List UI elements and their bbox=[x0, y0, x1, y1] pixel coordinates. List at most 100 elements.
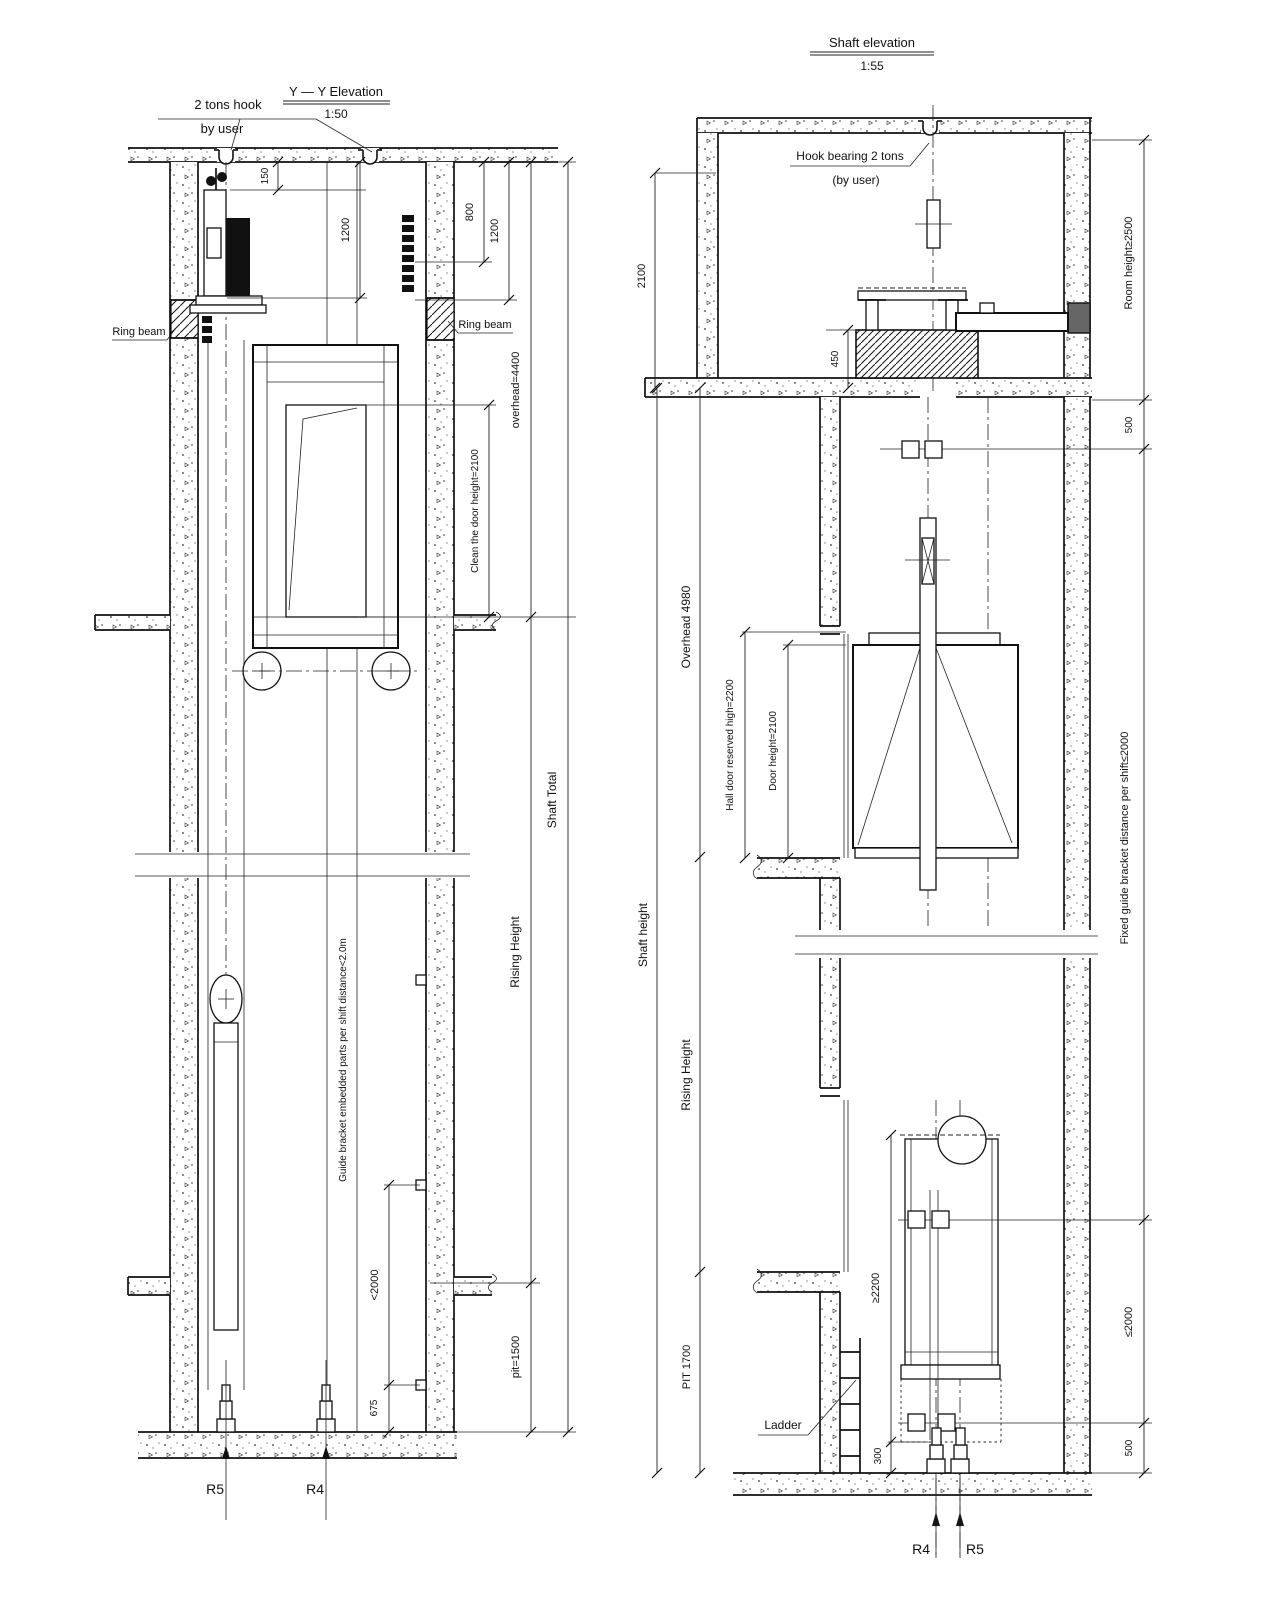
lv-dim-675: 675 bbox=[369, 1399, 380, 1416]
rv-reaction-r4: R4 bbox=[912, 1541, 930, 1557]
lv-ring-beam-right-label: Ring beam bbox=[458, 319, 511, 331]
rv-shaft-right-wall-2 bbox=[1064, 958, 1090, 1473]
rv-labels: Shaft elevation 1:55 Hook bearing 2 tons… bbox=[636, 35, 1135, 1557]
lv-components bbox=[189, 168, 427, 1520]
rv-pit-floor bbox=[733, 1473, 1092, 1495]
lv-dim-1200-right: 1200 bbox=[489, 219, 501, 243]
lv-guide-bracket-note: Guide bracket embedded parts per shift d… bbox=[338, 938, 349, 1182]
rv-guide-shoe bbox=[924, 440, 943, 459]
lv-buffer-r4 bbox=[316, 1360, 336, 1520]
lv-dim-1200-rope: 1200 bbox=[340, 218, 352, 242]
lv-rope-hitch bbox=[402, 215, 414, 292]
rv-machine-beam bbox=[955, 312, 1069, 332]
rv-machine-room-left-wall bbox=[697, 133, 718, 378]
lv-title: Y — Y Elevation bbox=[289, 84, 383, 99]
rv-dim-rising-height: Rising Height bbox=[679, 1039, 693, 1111]
rv-shaft-left-wall-4 bbox=[820, 1292, 840, 1473]
lv-dimensions bbox=[227, 156, 576, 1438]
rv-guide-rail bbox=[919, 517, 937, 891]
lv-landing-slab-lower-right bbox=[454, 1277, 492, 1295]
lv-right-wall-upper bbox=[426, 162, 454, 852]
rv-hook-note-2: (by user) bbox=[832, 173, 879, 187]
lv-left-wall-upper bbox=[170, 162, 198, 852]
rv-shaft-left-wall-3 bbox=[820, 958, 840, 1088]
lv-reaction-r5: R5 bbox=[206, 1481, 224, 1497]
rv-dim-overhead: Overhead 4980 bbox=[679, 585, 693, 668]
lv-structure bbox=[94, 147, 558, 1459]
rv-dim-ge2200: ≥2200 bbox=[870, 1273, 882, 1304]
rv-ladder-label: Ladder bbox=[764, 1418, 801, 1432]
lv-buffer-r5 bbox=[216, 1360, 236, 1520]
lv-scale: 1:50 bbox=[324, 107, 348, 121]
rv-dim-450: 450 bbox=[830, 350, 841, 367]
left-view: Y — Y Elevation 1:50 2 tons hook by user… bbox=[94, 84, 576, 1520]
rv-landing-slab-upper bbox=[757, 858, 840, 878]
rv-break-squiggle-upper bbox=[752, 854, 762, 880]
rv-machine-room-right-wall bbox=[1064, 133, 1090, 395]
rv-beam-pocket bbox=[1067, 302, 1091, 334]
rv-break-squiggle-lower bbox=[752, 1268, 762, 1294]
rv-components bbox=[840, 199, 1152, 1526]
rv-dim-shaft-height: Shaft height bbox=[636, 902, 650, 967]
lv-guide-bracket-1 bbox=[415, 974, 427, 986]
rv-dim-le2000: ≤2000 bbox=[1123, 1307, 1135, 1338]
lv-dim-rising-height: Rising Height bbox=[508, 916, 522, 988]
rv-machine-room-floor bbox=[645, 378, 1092, 397]
lv-dim-800: 800 bbox=[464, 203, 476, 221]
lv-landing-slab-upper-right bbox=[454, 615, 496, 630]
rv-roof-slab bbox=[697, 118, 1092, 133]
lv-left-wall-lower bbox=[170, 878, 198, 1432]
rv-shaft-left-wall-1 bbox=[820, 397, 840, 626]
lv-dim-pit: pit=1500 bbox=[510, 1336, 522, 1379]
rv-title: Shaft elevation bbox=[829, 35, 915, 50]
lv-dim-150: 150 bbox=[260, 167, 271, 184]
rv-guide-shoe bbox=[901, 440, 920, 459]
rv-dim-pit: PIT 1700 bbox=[681, 1345, 693, 1389]
rv-dim-door-height: Door height=2100 bbox=[768, 711, 779, 791]
rv-fixed-guide-note: Fixed guide bracket distance per shift≤2… bbox=[1119, 732, 1131, 945]
lv-dim-shaft-total: Shaft Total bbox=[545, 772, 559, 828]
rv-shaft-right-wall-1 bbox=[1064, 397, 1090, 930]
lv-ring-beam-right-block bbox=[426, 297, 455, 341]
lv-ring-beam-left-label: Ring beam bbox=[112, 326, 165, 338]
rv-reaction-r5: R5 bbox=[966, 1541, 984, 1557]
rv-guide-shoe bbox=[907, 1413, 926, 1432]
rv-dim-300: 300 bbox=[873, 1447, 884, 1464]
rv-guide-shoe bbox=[907, 1210, 926, 1229]
lv-reaction-r4: R4 bbox=[306, 1481, 324, 1497]
rv-car-lower bbox=[900, 1115, 1002, 1443]
lv-landing-slab-upper-left bbox=[95, 615, 170, 630]
rv-dim-room-height: Room height≥2500 bbox=[1123, 217, 1135, 310]
lv-car bbox=[232, 344, 418, 691]
lv-door-leaf bbox=[288, 407, 358, 611]
lv-hook-note-1: 2 tons hook bbox=[194, 97, 262, 112]
lv-dim-lt2000: <2000 bbox=[369, 1270, 381, 1301]
lv-dim-clean-door: Clean the door height=2100 bbox=[470, 449, 481, 573]
rv-machine-base bbox=[855, 329, 979, 379]
lv-right-wall-lower bbox=[426, 878, 454, 1432]
rv-guide-shoe bbox=[937, 1413, 956, 1432]
lv-hook-note-2: by user bbox=[201, 121, 244, 136]
rv-dim-500-top: 500 bbox=[1124, 416, 1135, 433]
lv-hook-icon-1 bbox=[213, 147, 239, 165]
lv-pit-floor bbox=[138, 1432, 457, 1458]
lv-labels: Y — Y Elevation 1:50 2 tons hook by user… bbox=[112, 84, 559, 1497]
rv-hook-note-1: Hook bearing 2 tons bbox=[796, 149, 903, 163]
rv-car-pulley bbox=[937, 1115, 987, 1165]
lv-dim-overhead: overhead=4400 bbox=[510, 352, 522, 429]
lv-machine bbox=[189, 168, 267, 343]
rv-scale: 1:55 bbox=[860, 59, 884, 73]
rv-dimensions bbox=[649, 134, 1152, 1558]
lv-break-squiggle-upper bbox=[491, 611, 501, 631]
rv-dim-hall-door: Hall door reserved high=2200 bbox=[725, 679, 736, 811]
rv-beam-bolt bbox=[979, 302, 995, 314]
rv-ladder bbox=[840, 1338, 861, 1473]
rv-shaft-left-wall-2 bbox=[820, 878, 840, 930]
rv-dim-500-bottom: 500 bbox=[1124, 1439, 1135, 1456]
rv-machine bbox=[855, 287, 1069, 379]
rv-structure bbox=[644, 117, 1098, 1496]
rv-landing-slab-lower bbox=[757, 1272, 840, 1292]
rv-hook-icon bbox=[917, 118, 943, 136]
